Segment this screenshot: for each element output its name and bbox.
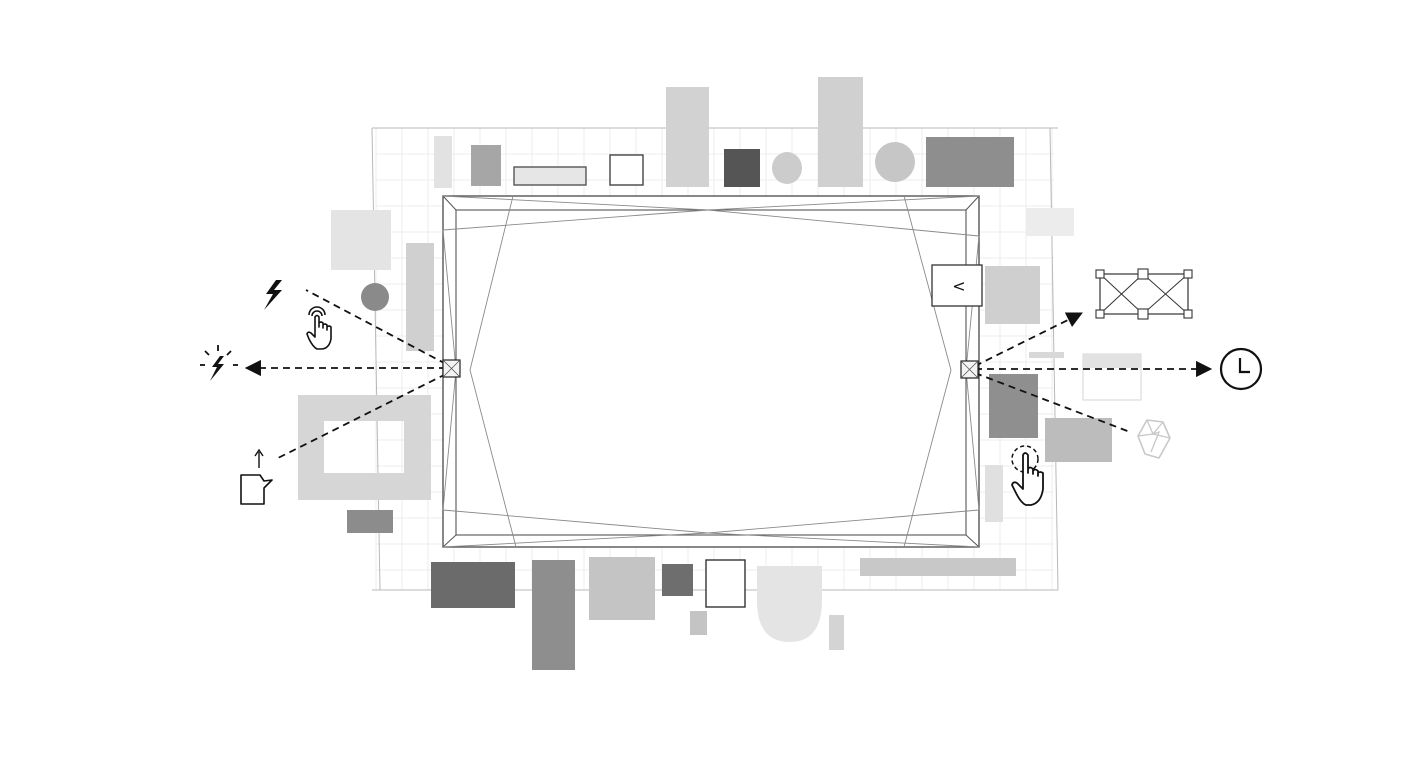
right-lower-bar	[985, 465, 1003, 522]
warp-line	[469, 195, 514, 371]
top-block-1	[434, 136, 452, 188]
warp-line	[707, 532, 980, 548]
top-circle-1	[772, 152, 802, 184]
tap-gesture-icon	[306, 306, 332, 350]
anchor-cross	[960, 360, 979, 379]
warp-line	[469, 369, 517, 548]
warp-line	[707, 209, 980, 237]
gem-icon	[1137, 419, 1171, 459]
main-frame	[442, 195, 980, 548]
top-circle-2	[875, 142, 915, 182]
conn-left-to-upload	[277, 373, 447, 459]
clock-icon	[1219, 347, 1263, 391]
lightning-icon	[264, 280, 282, 310]
bottom-tiny	[690, 611, 707, 635]
bottom-tall	[532, 560, 575, 670]
right-mid	[1045, 418, 1112, 462]
right-outline-box-top	[1083, 354, 1141, 368]
warp-line	[442, 532, 709, 548]
frame-outer	[442, 195, 980, 548]
right-square	[985, 266, 1040, 324]
warp-line	[707, 509, 980, 534]
warp-line	[442, 509, 709, 534]
top-wide	[926, 137, 1014, 187]
frame-corner-bevel	[442, 195, 457, 211]
connectors	[244, 289, 1213, 459]
frame-corner-bevel	[965, 195, 980, 211]
top-block-2	[471, 145, 501, 186]
warp-line	[442, 229, 457, 371]
left-square	[331, 210, 391, 270]
node-network-icon	[1095, 268, 1193, 320]
right-dark	[989, 374, 1038, 438]
top-block-4	[609, 154, 644, 186]
left-ring	[298, 395, 431, 500]
warp-line	[965, 369, 980, 511]
conn-right-to-gem	[974, 372, 1131, 433]
left-circle	[361, 283, 389, 311]
warp-line	[442, 195, 709, 211]
back-button[interactable]: <	[931, 264, 983, 307]
guide-line	[1049, 127, 1059, 591]
warp-line	[903, 195, 952, 371]
top-tall-1	[666, 87, 709, 187]
bottom-square	[589, 557, 655, 620]
top-tall-2	[818, 77, 863, 187]
bottom-capsule	[757, 566, 822, 642]
warp-line	[442, 209, 709, 231]
conn-left-to-tap	[305, 289, 447, 365]
right-ghost-top	[1026, 208, 1074, 236]
upload-box-icon	[240, 448, 273, 505]
lightning-burst-icon	[200, 345, 238, 381]
conn-right-to-network	[974, 312, 1083, 367]
top-dark	[724, 149, 760, 187]
chevron-left-icon[interactable]: <	[952, 277, 965, 296]
frame-corner-bevel	[442, 534, 457, 548]
bottom-wide-bar	[860, 558, 1016, 576]
left-small-dark	[347, 510, 393, 533]
anchor-cross	[442, 359, 461, 378]
right-thin-bar	[1029, 352, 1064, 358]
bottom-thin-right	[829, 615, 844, 650]
warp-line	[707, 195, 980, 211]
top-block-3	[513, 166, 587, 186]
warp-line	[903, 369, 952, 548]
bottom-outline	[705, 559, 746, 608]
left-vertical	[406, 243, 434, 351]
bottom-dark-small	[662, 564, 693, 596]
frame-corner-bevel	[965, 534, 980, 548]
back-button-frame[interactable]	[931, 264, 983, 307]
bottom-dark-wide	[431, 562, 515, 608]
tap-pointer-icon	[1011, 445, 1044, 506]
warp-line	[442, 369, 457, 511]
anchors	[442, 359, 979, 379]
component-blocks	[298, 77, 1142, 670]
